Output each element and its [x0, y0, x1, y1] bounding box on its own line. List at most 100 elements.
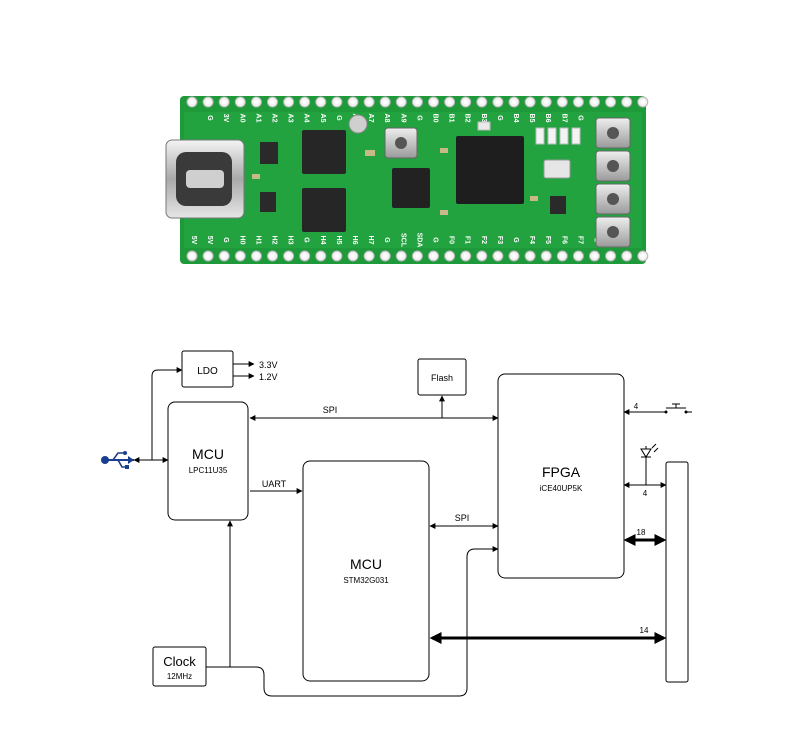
bottom-pin-label: F0 [448, 236, 455, 244]
top-pin-label: B2 [464, 114, 471, 123]
top-pin-label: B0 [432, 114, 439, 123]
v12-label: 1.2V [259, 372, 278, 382]
bottom-pin-label: SCL [399, 233, 406, 248]
bottom-pin-hole [222, 253, 227, 259]
bottom-pin-hole [511, 253, 517, 259]
usb-icon [101, 451, 134, 469]
bottom-pin-label: H5 [335, 236, 342, 245]
bottom-pin-hole [366, 253, 372, 259]
bottom-pin-label: H2 [271, 236, 278, 245]
top-pin-hole [560, 99, 565, 105]
led-row [477, 121, 581, 145]
clock-subtitle: 12MHz [167, 672, 192, 681]
bottom-pin-hole [527, 253, 533, 259]
top-pin-label: B6 [544, 114, 551, 123]
top-pin-hole [495, 99, 501, 105]
top-pin-label: G [415, 115, 422, 121]
wires [133, 361, 667, 697]
mcu1-subtitle: LPC11U35 [189, 466, 228, 475]
top-pin-label: A2 [271, 114, 278, 123]
bottom-pin-label: F3 [496, 236, 503, 244]
bottom-pin-label: G [222, 237, 229, 243]
top-pin-label: G [496, 115, 503, 121]
top-pin-label: B1 [448, 114, 455, 123]
led-icon [640, 443, 659, 462]
top-pin-hole [366, 99, 372, 105]
top-pin-hole [431, 99, 436, 105]
top-pin-label: G [335, 115, 342, 121]
bottom-pin-hole [592, 253, 597, 259]
top-pin-label: G [576, 115, 583, 121]
bottom-pin-hole [447, 253, 452, 259]
buses [429, 534, 667, 644]
bottom-pin-label: H0 [238, 236, 245, 245]
top-pin-hole [270, 99, 275, 105]
top-pin-hole [205, 99, 211, 105]
top-pin-label: B7 [560, 114, 567, 123]
bottom-pin-hole [286, 253, 291, 259]
led-count-label: 4 [643, 489, 648, 498]
bottom-pin-label: F1 [464, 236, 471, 244]
top-pin-hole [608, 99, 613, 105]
top-pin-label: A3 [287, 114, 294, 123]
bottom-pin-hole [415, 253, 420, 259]
bottom-pin-hole [238, 253, 243, 259]
top-pin-label: A8 [383, 114, 390, 123]
bottom-pin-hole [318, 253, 323, 259]
usb-c-connector [165, 139, 245, 219]
bottom-pin-label: H4 [319, 236, 326, 245]
bottom-pin-label: 5V [206, 236, 213, 245]
top-pin-hole [222, 99, 227, 105]
clock-block: Clock 12MHz [152, 646, 207, 687]
bottom-pin-hole [270, 253, 275, 259]
top-pin-label: A0 [238, 114, 245, 123]
bottom-pin-hole [205, 253, 211, 259]
mcu2-subtitle: STM32G031 [343, 576, 389, 585]
fpga-title: FPGA [542, 464, 581, 480]
flash-block: Flash [417, 358, 467, 396]
bottom-pin-hole [495, 253, 501, 259]
top-pin-row: G3VA0A1A2A3A4A5GA6A7A8A9GB0B1B2B3GB4B5B6… [186, 96, 649, 123]
top-pin-label: 3V [222, 114, 229, 123]
usb-ldo-wire [151, 367, 183, 460]
bottom-pin-hole [350, 253, 356, 259]
bottom-pin-hole [189, 253, 195, 259]
top-pin-label: A1 [254, 114, 261, 123]
bottom-pin-hole [544, 253, 549, 259]
ldo-block: LDO [181, 350, 234, 388]
top-pin-hole [399, 99, 404, 105]
bottom-pin-hole [399, 253, 404, 259]
top-pin-label: B3 [480, 114, 487, 123]
mcu1-title: MCU [192, 446, 224, 462]
top-pin-hole [479, 99, 484, 105]
bottom-pin-label: F6 [560, 236, 567, 244]
bus18-label: 18 [637, 528, 646, 537]
flash-chip [392, 168, 430, 208]
bottom-pin-label: F4 [528, 236, 535, 244]
oscillator [543, 159, 571, 179]
mcu2-block: MCU STM32G031 [302, 460, 430, 682]
fpga-subtitle: iCE40UP5K [540, 484, 583, 493]
bottom-pin-hole [560, 253, 565, 259]
fpga-chip [456, 136, 524, 204]
top-pin-hole [302, 99, 307, 105]
flash-label: Flash [431, 373, 453, 383]
bottom-pin-label: G [512, 237, 519, 243]
v33-label: 3.3V [259, 360, 278, 370]
top-pin-label: A7 [367, 114, 374, 123]
bottom-pin-label: H1 [254, 236, 261, 245]
bottom-pin-hole [479, 253, 484, 259]
top-pin-hole [238, 99, 243, 105]
top-pin-hole [286, 99, 291, 105]
top-pin-label: A9 [399, 114, 406, 123]
bottom-pin-label: F5 [544, 236, 551, 244]
top-pin-hole [189, 99, 195, 105]
top-pin-hole [592, 99, 597, 105]
button-count-label: 4 [634, 402, 639, 411]
bottom-pin-hole [463, 253, 468, 259]
bottom-pin-label: G [303, 237, 310, 243]
top-pin-hole [624, 99, 629, 105]
top-pin-hole [511, 99, 517, 105]
top-pin-label: B4 [512, 114, 519, 123]
